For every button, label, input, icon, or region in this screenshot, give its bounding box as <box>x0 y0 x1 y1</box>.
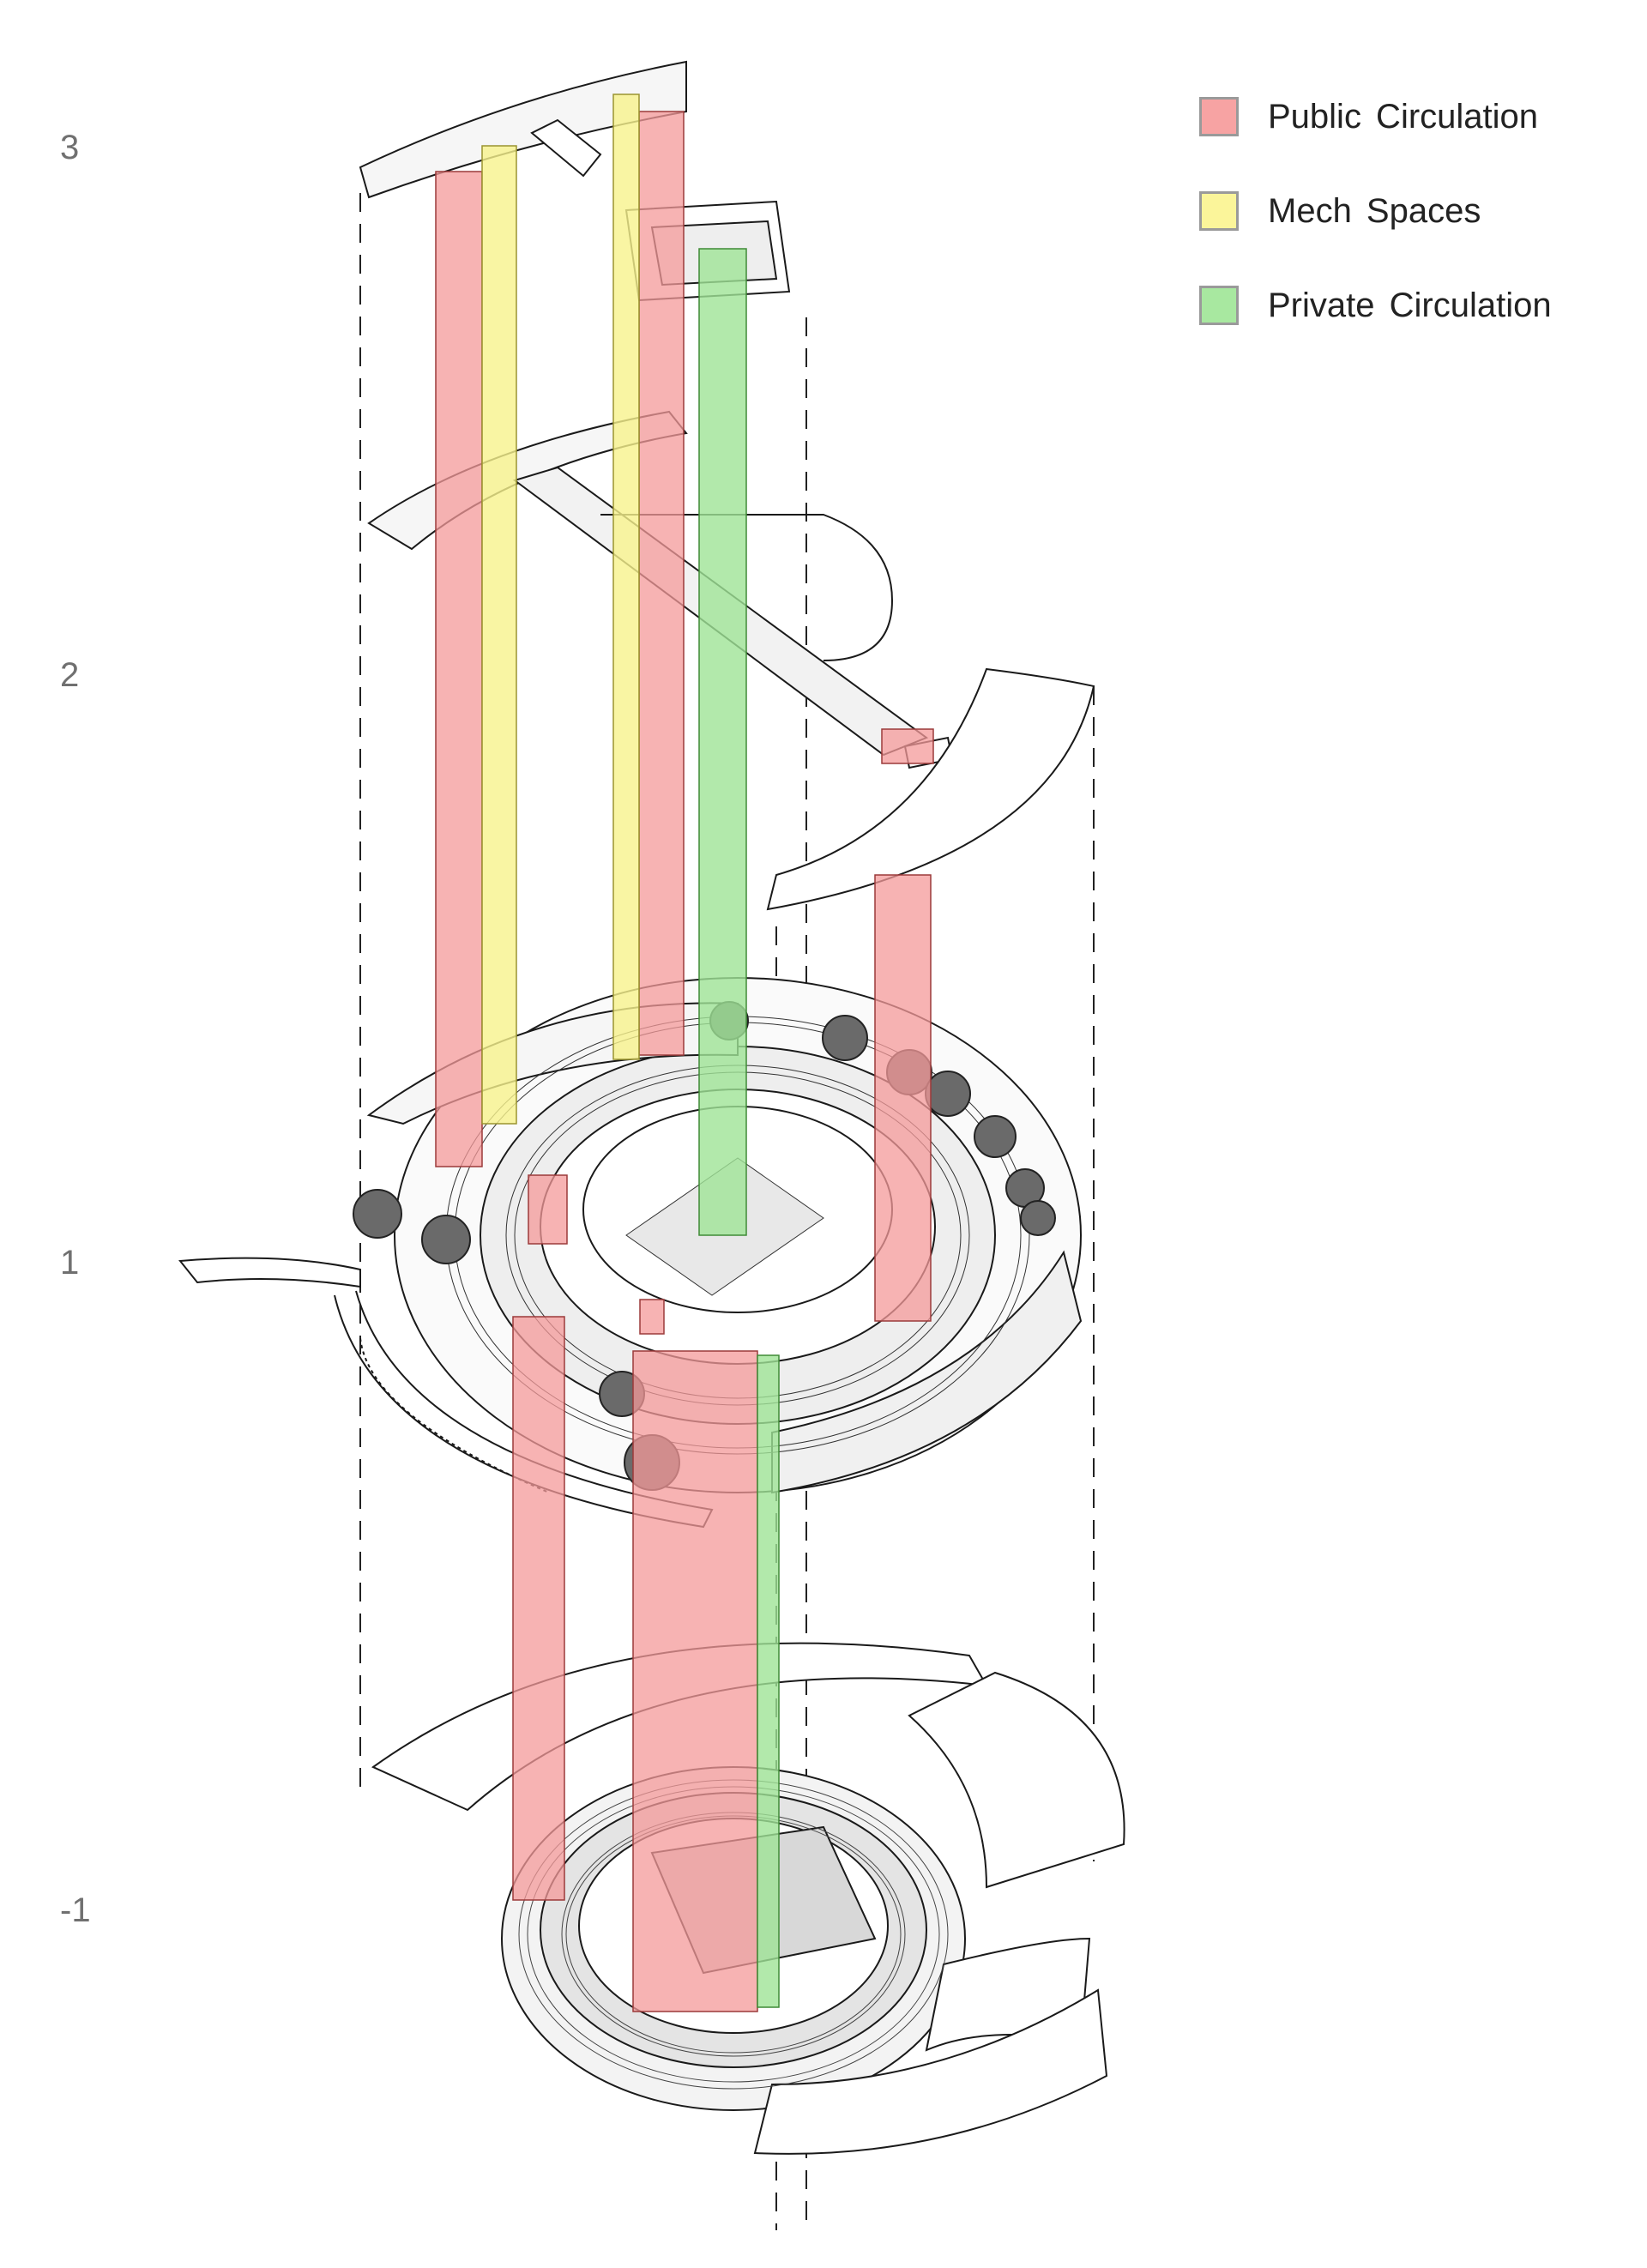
legend-swatch-private <box>1199 286 1239 325</box>
legend-item-private-circulation: Private Circulation <box>1199 281 1552 329</box>
floor-label-minus-1: -1 <box>60 1891 91 1929</box>
legend-swatch-mech <box>1199 191 1239 231</box>
legend-label-public: Public Circulation <box>1268 97 1539 136</box>
legend-label-private: Private Circulation <box>1268 286 1552 324</box>
legend-label-mech: Mech Spaces <box>1268 191 1481 230</box>
legend-swatch-public <box>1199 97 1239 136</box>
private-circulation-shafts <box>698 248 780 2008</box>
mech-spaces-shafts <box>481 93 640 1125</box>
floor-label-1: 1 <box>60 1244 80 1282</box>
legend: Public Circulation Mech Spaces Private C… <box>1199 93 1552 376</box>
legend-item-mech-spaces: Mech Spaces <box>1199 187 1552 235</box>
public-circulation-shafts <box>435 111 934 2012</box>
legend-item-public-circulation: Public Circulation <box>1199 93 1552 141</box>
floor-label-2: 2 <box>60 656 80 694</box>
floor-label-3: 3 <box>60 129 80 166</box>
